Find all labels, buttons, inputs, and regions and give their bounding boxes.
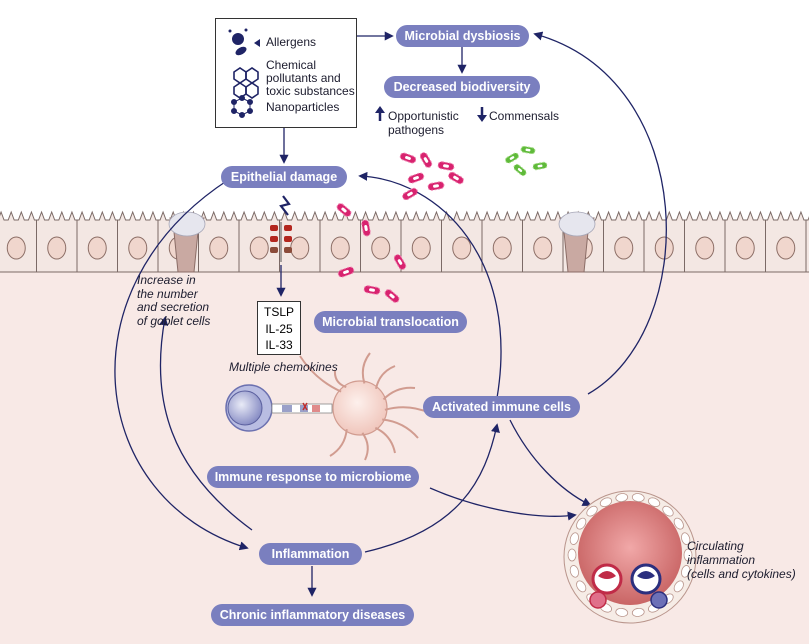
label-commensals: Commensals [489, 109, 560, 123]
epithelial-cell [0, 210, 37, 273]
pathogen-bacterium [393, 254, 407, 270]
goblet-cell [558, 211, 596, 273]
legend-allergens: Allergens [266, 35, 317, 49]
commensal-bacterium [532, 161, 548, 171]
label-goblet-line1: Increase in [137, 273, 196, 287]
pathogen-bacterium [336, 203, 352, 217]
legend-nanoparticles: Nanoparticles [266, 100, 340, 114]
pathogen-bacterium [427, 181, 445, 191]
node-activated-immune-cells[interactable]: Activated immune cells [423, 396, 580, 418]
legend-chemical-line3: toxic substances [266, 84, 355, 98]
legend-chemical: Chemical pollutants and toxic substances [266, 59, 355, 98]
arrow-activated-to-vessel [509, 419, 592, 506]
epithelial-cell [441, 210, 483, 273]
pathogen-bacterium [399, 152, 417, 164]
epithelial-cell [765, 210, 807, 273]
commensal-bacterium [505, 152, 519, 164]
epithelial-cell [36, 210, 78, 273]
epithelial-cell [805, 216, 809, 273]
arrow-inflammation-to-goblet [159, 316, 253, 531]
pathogen-bacterium [361, 219, 371, 237]
label-circulating-line3: (cells and cytokines) [687, 567, 796, 581]
epithelial-cell [117, 210, 159, 273]
goblet-cell [168, 211, 206, 273]
arrow-activated-to-dysbiosis [533, 31, 667, 395]
immune-cell-red [589, 563, 623, 609]
epithelial-cell [724, 210, 766, 273]
node-microbial-dysbiosis[interactable]: Microbial dysbiosis [396, 25, 529, 47]
commensal-bacteria [505, 145, 548, 177]
pathogen-bacterium [437, 161, 455, 171]
damaged-tight-junction [270, 195, 292, 262]
commensal-bacterium [513, 163, 527, 177]
pathogen-bacterium [402, 187, 418, 201]
epithelial-cell [481, 210, 523, 273]
label-goblet-cells: Increase in the number and secretion of … [137, 273, 211, 328]
exposure-legend: Allergens Chemical pollutants and toxic … [215, 18, 357, 128]
epithelial-cell [643, 210, 685, 273]
pathogen-bacterium [448, 171, 464, 185]
pathogen-bacterium [337, 266, 355, 278]
label-circulating-line2: inflammation [687, 553, 756, 567]
epithelial-cell [76, 210, 118, 273]
node-decreased-biodiversity[interactable]: Decreased biodiversity [384, 76, 540, 98]
cytokine-il33: IL-33 [265, 338, 293, 352]
arrow-epithelial-to-inflammation [114, 179, 249, 551]
node-microbial-translocation[interactable]: Microbial translocation [314, 311, 467, 333]
nanoparticle-ring-icon [231, 95, 253, 118]
chemical-molecule-icon [233, 67, 259, 99]
epithelial-cell [603, 210, 645, 273]
dendritic-cell [299, 352, 431, 461]
arrow-activated-to-epithelial [358, 171, 502, 399]
epithelial-cell [522, 210, 564, 273]
label-circulating-line1: Circulating [687, 539, 744, 553]
label-opportunistic-pathogens: Opportunistic pathogens [388, 109, 459, 137]
epithelial-cell [279, 210, 321, 273]
receptor-synapse [271, 402, 333, 414]
cytokine-il25: IL-25 [265, 321, 293, 336]
label-opportunistic-line1: Opportunistic [388, 109, 459, 123]
node-immune-response-to-microbiome[interactable]: Immune response to microbiome [207, 466, 419, 488]
commensal-bacterium [520, 145, 536, 155]
node-epithelial-damage[interactable]: Epithelial damage [221, 166, 347, 188]
blood-vessel [563, 490, 697, 624]
up-arrow-icon [375, 106, 385, 121]
cytokine-tslp: TSLP [263, 305, 294, 319]
pathogenic-bacteria [336, 152, 464, 303]
pathogen-bacterium [407, 172, 425, 184]
cytokine-box: TSLP IL-25 IL-33 [257, 301, 301, 355]
label-opportunistic-line2: pathogens [388, 123, 445, 137]
down-arrow-icon [477, 107, 487, 122]
pathogen-bacterium [419, 152, 433, 168]
epithelial-cell [400, 210, 442, 273]
legend-icons [228, 28, 260, 118]
immune-cell-blue [630, 563, 668, 609]
arrow-immune-response-to-vessel [429, 487, 577, 521]
label-circulating-inflammation: Circulating inflammation (cells and cyto… [687, 539, 796, 581]
arrows [114, 31, 667, 597]
allergen-icon [228, 28, 260, 56]
label-goblet-line4: of goblet cells [137, 313, 211, 328]
legend-chemical-line1: Chemical [266, 58, 317, 72]
node-chronic-inflammatory-diseases[interactable]: Chronic inflammatory diseases [211, 604, 414, 626]
epithelial-cell [238, 210, 280, 273]
epithelial-cell [360, 210, 402, 273]
epithelial-cell [198, 210, 240, 273]
label-goblet-line3: and secretion [137, 300, 210, 314]
epithelial-cell [684, 210, 726, 273]
label-multiple-chemokines: Multiple chemokines [229, 360, 338, 374]
t-cell [225, 384, 273, 432]
pathogen-bacterium [363, 285, 381, 295]
pathogen-bacterium [384, 289, 400, 303]
label-goblet-line2: the number [137, 286, 198, 301]
node-inflammation[interactable]: Inflammation [259, 543, 362, 565]
legend-chemical-line2: pollutants and [266, 71, 341, 85]
epithelial-cell [319, 210, 361, 273]
